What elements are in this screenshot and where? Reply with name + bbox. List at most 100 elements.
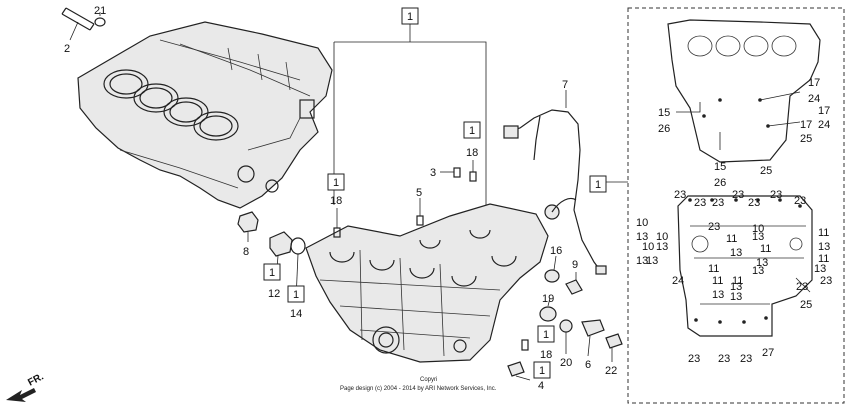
inset-callout-11: 11 — [708, 263, 719, 275]
ref-box-1-lower: 1 — [537, 325, 555, 343]
inset-callout-25: 25 — [760, 165, 772, 177]
inset-callout-10: 10 — [656, 231, 668, 243]
upper-crankcase — [77, 21, 333, 209]
callout-6: 6 — [585, 359, 591, 371]
inset-callout-13: 13 — [656, 241, 668, 253]
svg-text:1: 1 — [269, 267, 275, 279]
bolt-4 — [507, 361, 531, 381]
inset-callout-13: 13 — [814, 263, 826, 275]
callout-14: 14 — [290, 308, 302, 320]
callout-7: 7 — [562, 79, 568, 91]
inset-callout-24: 24 — [808, 93, 820, 105]
inset-callout-26: 26 — [714, 177, 726, 189]
svg-text:1: 1 — [293, 289, 299, 301]
callout-3: 3 — [430, 167, 436, 179]
inset-callout-24: 24 — [672, 275, 684, 287]
ref-box-1-plug-12: 1 — [263, 263, 281, 281]
callout-12: 12 — [268, 288, 280, 300]
svg-text:1: 1 — [539, 365, 545, 377]
ref-box-1-washer-14: 1 — [287, 285, 305, 303]
inset-callout-10: 10 — [752, 223, 764, 235]
inset-callout-23: 23 — [718, 353, 730, 365]
seal-16 — [544, 269, 560, 283]
copyright-top: Copyri — [420, 377, 437, 383]
inset-callout-11: 11 — [726, 233, 737, 245]
inset-callout-25: 25 — [800, 299, 812, 311]
inset-callout-17: 17 — [800, 119, 812, 131]
seal-20 — [559, 319, 573, 333]
inset-callout-23: 23 — [688, 353, 700, 365]
inset-callout-11: 11 — [732, 275, 743, 287]
inset-callout-13: 13 — [712, 289, 724, 301]
inset-callout-17: 17 — [818, 105, 830, 117]
callout-5: 5 — [416, 187, 422, 199]
oil-plug-8 — [237, 211, 259, 242]
inset-callout-15: 15 — [714, 161, 726, 173]
inset-callout-13: 13 — [730, 281, 742, 293]
wire-harness-7 — [503, 90, 607, 275]
ref-box-1-top: 1 — [401, 7, 419, 25]
inset-callout-23: 23 — [674, 189, 686, 201]
copyright-text: Page design (c) 2004 - 2014 by ARI Netwo… — [340, 386, 497, 392]
callout-18a: 18 — [330, 195, 342, 207]
callout-18b: 18 — [466, 147, 478, 159]
bearing-19 — [539, 306, 557, 322]
callout-21: 21 — [94, 5, 106, 17]
inset-callout-23: 23 — [712, 197, 724, 209]
bolt-22 — [605, 333, 623, 349]
inset-callout-17: 17 — [808, 77, 820, 89]
inset-callout-23: 23 — [770, 189, 782, 201]
ref-box-1-right-a: 1 — [463, 121, 481, 139]
callout-4: 4 — [538, 380, 544, 392]
inset-callout-23: 23 — [694, 197, 706, 209]
callout-19: 19 — [542, 293, 554, 305]
callout-20: 20 — [560, 357, 572, 369]
inset-callout-15: 15 — [658, 107, 670, 119]
inset-callout-26: 26 — [658, 123, 670, 135]
inset-callout-25: 25 — [800, 133, 812, 145]
washer-14 — [290, 237, 306, 255]
ref-box-1-bolt-4: 1 — [533, 361, 551, 379]
inset-callout-13: 13 — [818, 241, 830, 253]
dowel-pin-18c — [521, 339, 529, 351]
stud-bolt — [61, 7, 95, 31]
svg-text:FR.: FR. — [26, 371, 46, 388]
inset-callout-13: 13 — [636, 231, 648, 243]
inset-callout-10: 10 — [636, 217, 648, 229]
inset-callout-10: 10 — [642, 241, 654, 253]
dowel-pin-18b — [469, 171, 477, 182]
callout-9: 9 — [572, 259, 578, 271]
dowel-pin-5 — [416, 215, 424, 226]
ref-box-1-left-a: 1 — [327, 173, 345, 191]
callout-16: 16 — [550, 245, 562, 257]
front-direction-arrow: FR. — [6, 371, 46, 402]
inset-callout-11: 11 — [712, 275, 723, 287]
inset-callout-23: 23 — [708, 221, 720, 233]
sealing-washer — [94, 17, 106, 27]
inset-callout-23: 23 — [794, 195, 806, 207]
inset-callout-24: 24 — [818, 119, 830, 131]
inset-callout-23: 23 — [820, 275, 832, 287]
inset-callout-11: 11 — [818, 227, 829, 239]
callout-22: 22 — [605, 365, 617, 377]
dowel-pin-3 — [453, 167, 461, 178]
inset-callout-27: 27 — [762, 347, 774, 359]
inset-callout-11: 11 — [818, 253, 829, 265]
inset-callout-13: 13 — [646, 255, 658, 267]
inset-callout-11: 11 — [760, 243, 771, 255]
inset-callout-13: 13 — [636, 255, 648, 267]
lower-crankcase — [305, 203, 549, 363]
inset-callout-23: 23 — [740, 353, 752, 365]
clamp-6 — [581, 319, 605, 337]
switch-9 — [565, 279, 583, 295]
callout-18c: 18 — [540, 349, 552, 361]
svg-text:1: 1 — [469, 125, 475, 137]
callout-2: 2 — [64, 43, 70, 55]
inset-callout-13: 13 — [752, 231, 764, 243]
inset-callout-13: 13 — [730, 291, 742, 303]
inset-callout-13: 13 — [752, 265, 764, 277]
inset-callout-13: 13 — [730, 247, 742, 259]
svg-text:1: 1 — [543, 329, 549, 341]
